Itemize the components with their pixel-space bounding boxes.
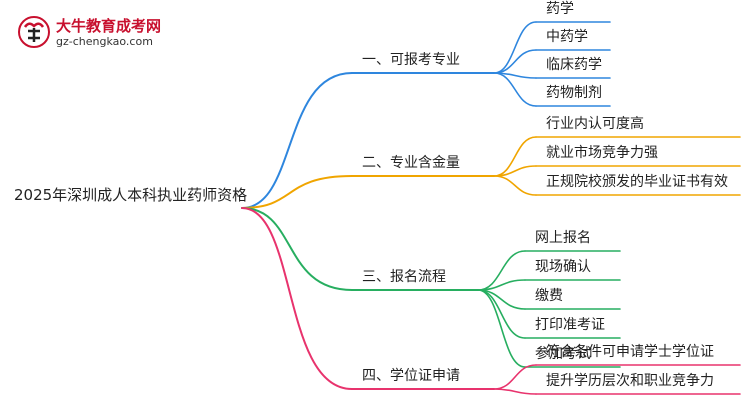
logo-url: gz-chengkao.com [56, 35, 153, 48]
child-label-1-4[interactable]: 药物制剂 [546, 85, 602, 101]
branch-connector-4 [241, 207, 353, 390]
child-label-1-1[interactable]: 药学 [546, 1, 574, 17]
child-label-1-3[interactable]: 临床药学 [546, 57, 602, 73]
site-logo[interactable]: 大牛教育成考网 gz-chengkao.com [16, 14, 186, 54]
child-label-4-2[interactable]: 提升学历层次和职业竞争力 [546, 373, 714, 389]
child-connector-1-1 [493, 21, 537, 74]
child-label-2-3[interactable]: 正规院校颁发的毕业证书有效 [546, 174, 728, 190]
child-label-3-1[interactable]: 网上报名 [535, 230, 591, 246]
child-label-1-2[interactable]: 中药学 [546, 29, 588, 45]
branch-connector-1 [241, 72, 353, 209]
child-label-2-2[interactable]: 就业市场竞争力强 [546, 145, 658, 161]
child-connector-1-4 [493, 72, 537, 107]
branch-label-2[interactable]: 二、专业含金量 [362, 155, 460, 171]
child-connector-2-3 [493, 175, 537, 196]
child-connector-3-5 [477, 289, 526, 368]
child-label-3-2[interactable]: 现场确认 [535, 259, 591, 275]
root-node-label[interactable]: 2025年深圳成人本科执业药师资格 [14, 186, 248, 204]
child-label-3-4[interactable]: 打印准考证 [535, 317, 605, 333]
child-label-4-1[interactable]: 符合条件可申请学士学位证 [546, 344, 714, 360]
child-label-3-5[interactable]: 参加考试 [535, 346, 591, 362]
branch-label-3[interactable]: 三、报名流程 [362, 269, 446, 285]
bull-logo-icon [18, 16, 50, 48]
branch-connector-2 [241, 175, 353, 209]
child-label-3-3[interactable]: 缴费 [535, 288, 563, 304]
branch-label-4[interactable]: 四、学位证申请 [362, 368, 460, 384]
child-label-2-1[interactable]: 行业内认可度高 [546, 116, 644, 132]
branch-connector-3 [241, 207, 353, 291]
logo-title: 大牛教育成考网 [56, 17, 162, 35]
child-connector-4-1 [493, 364, 537, 390]
child-connector-4-2 [493, 388, 537, 395]
branch-label-1[interactable]: 一、可报考专业 [362, 52, 460, 68]
child-connector-1-2 [493, 49, 537, 74]
